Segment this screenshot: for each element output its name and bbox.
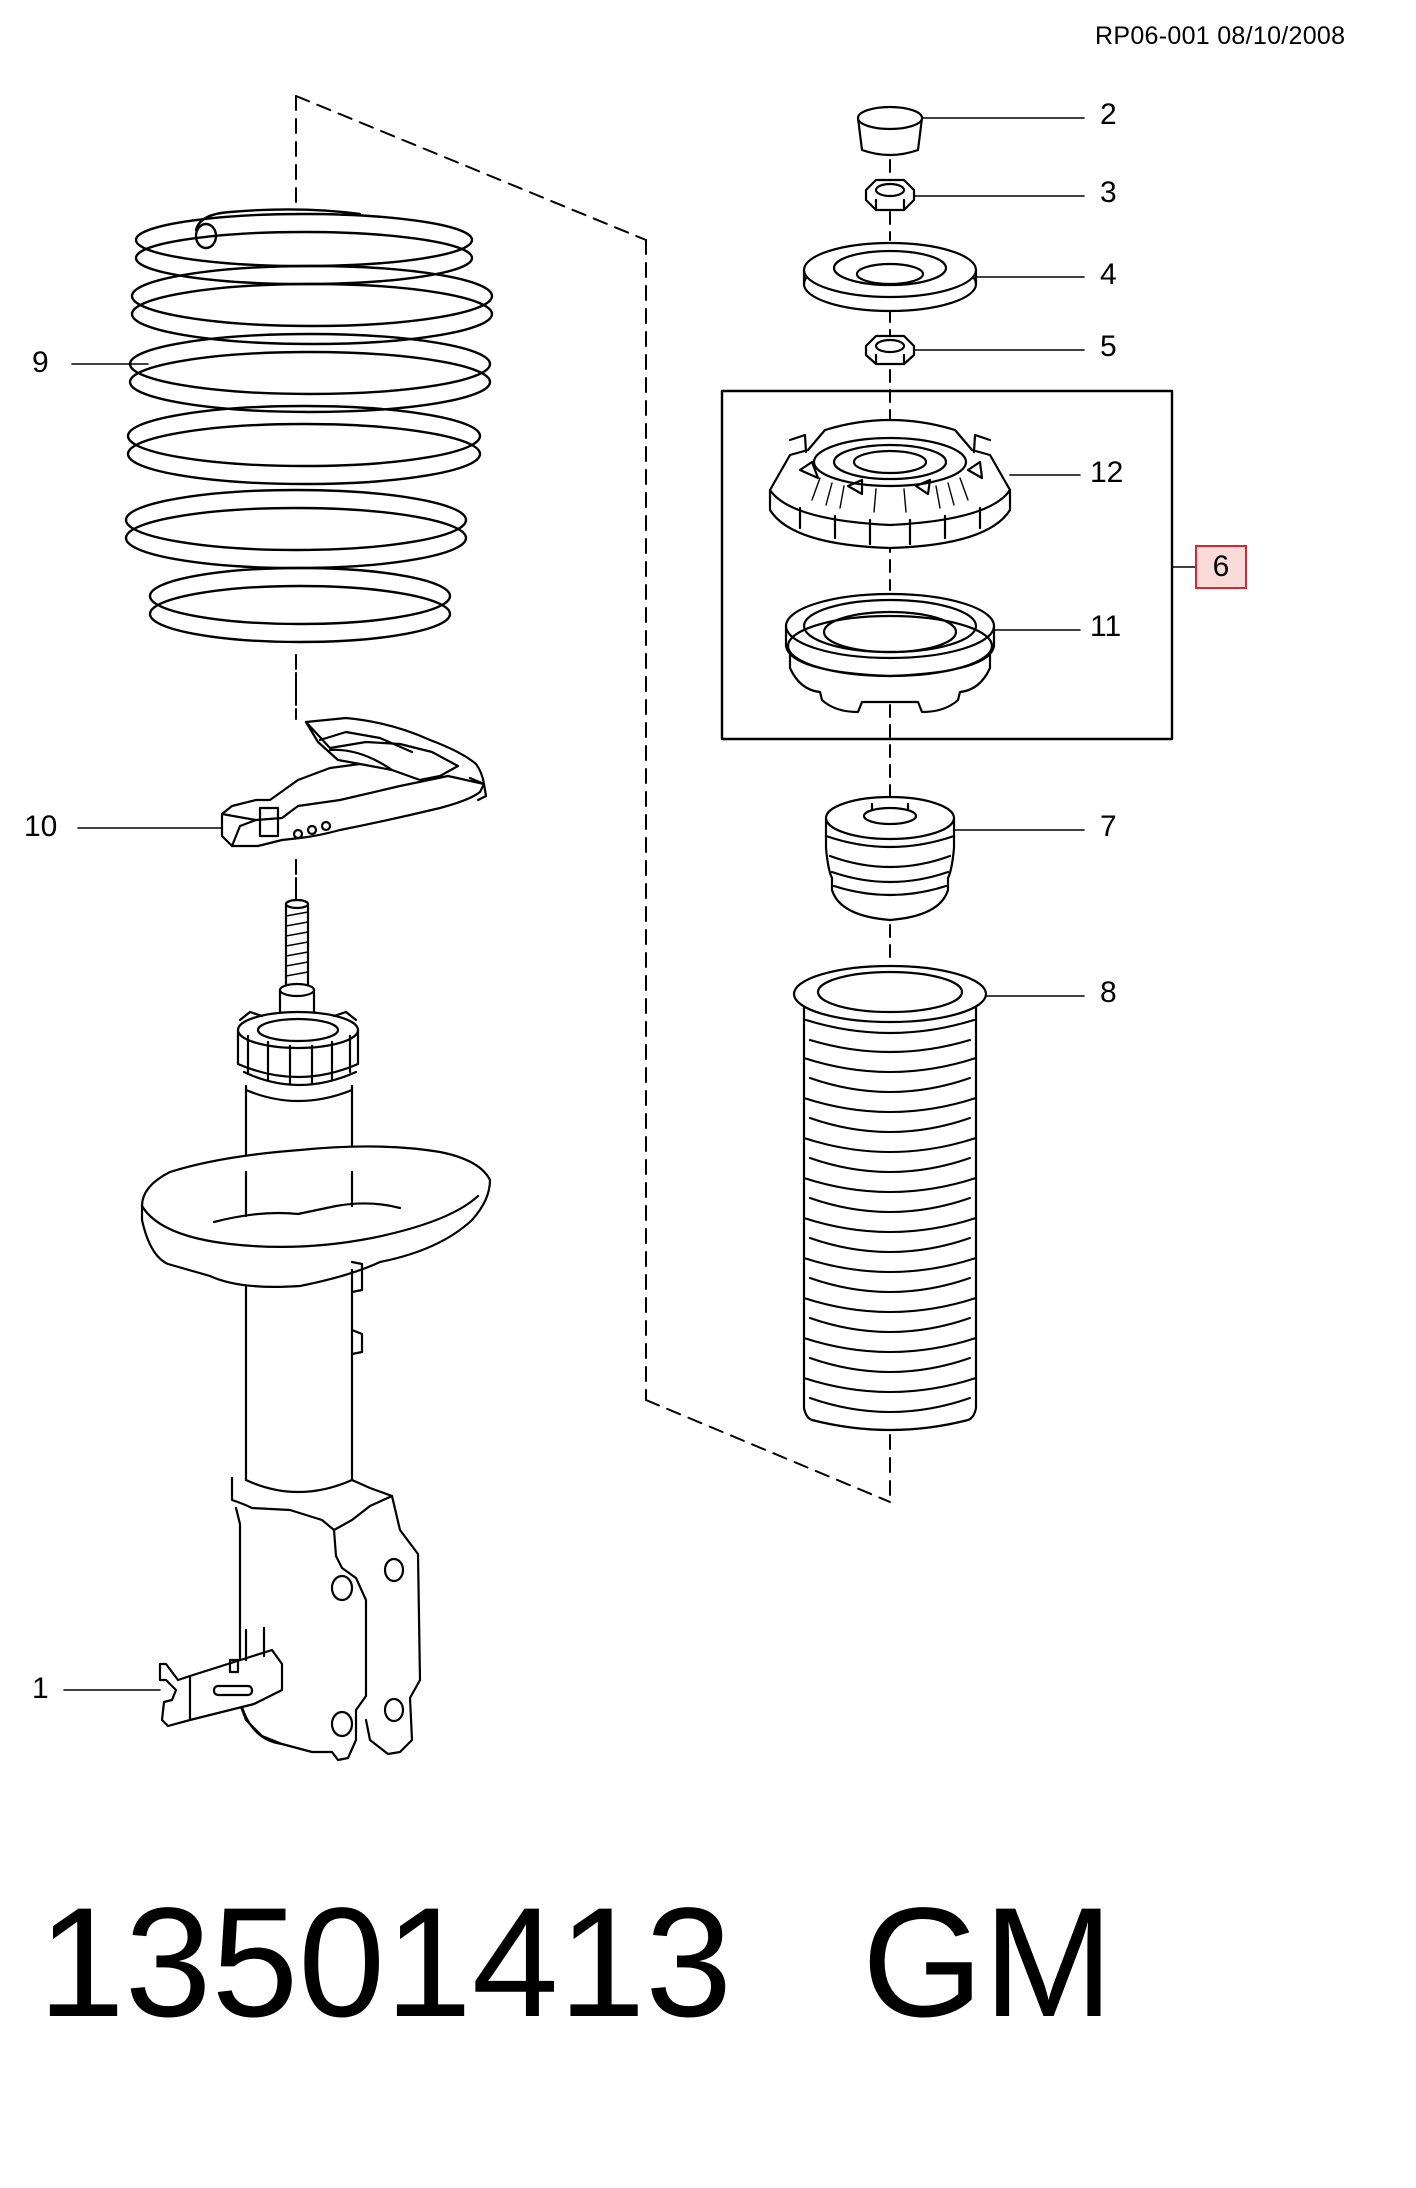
spring-coil-turn (132, 284, 492, 344)
callout-10: 10 (24, 810, 58, 843)
callout-9: 9 (32, 346, 49, 379)
spring-end (196, 209, 360, 230)
callout-2: 2 (1100, 98, 1117, 131)
callout-11: 11 (1090, 610, 1122, 643)
boot-fold-line (810, 1238, 970, 1252)
boot-fold-line (810, 1078, 970, 1092)
spring-coil-turn (128, 406, 480, 466)
boot-fold-line (810, 1358, 970, 1372)
part-5-nut (866, 336, 914, 364)
brand-name: GM (862, 1876, 1114, 2050)
boot-fold-line (810, 1118, 970, 1132)
spring-coil-turn (126, 508, 466, 568)
part-4-washer (804, 243, 976, 311)
part-11-bearing (786, 594, 994, 712)
boot-fold-line (804, 1218, 976, 1232)
spring-coil-turn (150, 586, 450, 642)
callout-1: 1 (32, 1672, 49, 1705)
boot-fold-line (804, 1258, 976, 1272)
callout-6-highlighted: 6 (1195, 545, 1247, 589)
callout-5: 5 (1100, 330, 1117, 363)
boot-fold-line (804, 1138, 976, 1152)
spring-coil-turn (126, 490, 466, 550)
spring-coil-turn (132, 266, 492, 326)
part-12-strut-mount (770, 420, 1010, 548)
boot-fold-line (810, 1318, 970, 1332)
boot-fold-line (804, 1378, 976, 1392)
part-8-dust-boot (794, 966, 986, 1430)
boot-fold-line (804, 1178, 976, 1192)
boot-fold-line (810, 1158, 970, 1172)
part-2-dust-cap (858, 107, 922, 155)
boot-fold-line (810, 1398, 970, 1412)
spring-coil-turn (128, 424, 480, 484)
callout-7: 7 (1100, 810, 1117, 843)
boot-fold-line (810, 1198, 970, 1212)
boot-folds (804, 1058, 976, 1412)
part-7-bump-stop (826, 797, 954, 920)
boot-fold-line (804, 1098, 976, 1112)
document-code: RP06-001 08/10/2008 (1095, 22, 1346, 50)
spring-coil-turn (130, 352, 490, 412)
part-9-coil-spring (126, 209, 492, 642)
boot-fold-line (810, 1278, 970, 1292)
kit-6-box (722, 391, 1172, 739)
part-1-strut (142, 900, 490, 1760)
part-3-nut (866, 180, 914, 210)
callout-3: 3 (1100, 176, 1117, 209)
boot-fold-line (804, 1298, 976, 1312)
boot-fold-line (804, 1058, 976, 1072)
callout-12: 12 (1090, 456, 1124, 489)
callout-4: 4 (1100, 258, 1117, 291)
leader-lines (64, 118, 1195, 1690)
spring-coil-turn (150, 568, 450, 624)
callout-8: 8 (1100, 976, 1117, 1009)
boot-fold-line (804, 1338, 976, 1352)
part-10-spring-seat (222, 718, 486, 846)
part-number: 13501413 (38, 1876, 733, 2050)
spring-end-cap (196, 224, 216, 248)
